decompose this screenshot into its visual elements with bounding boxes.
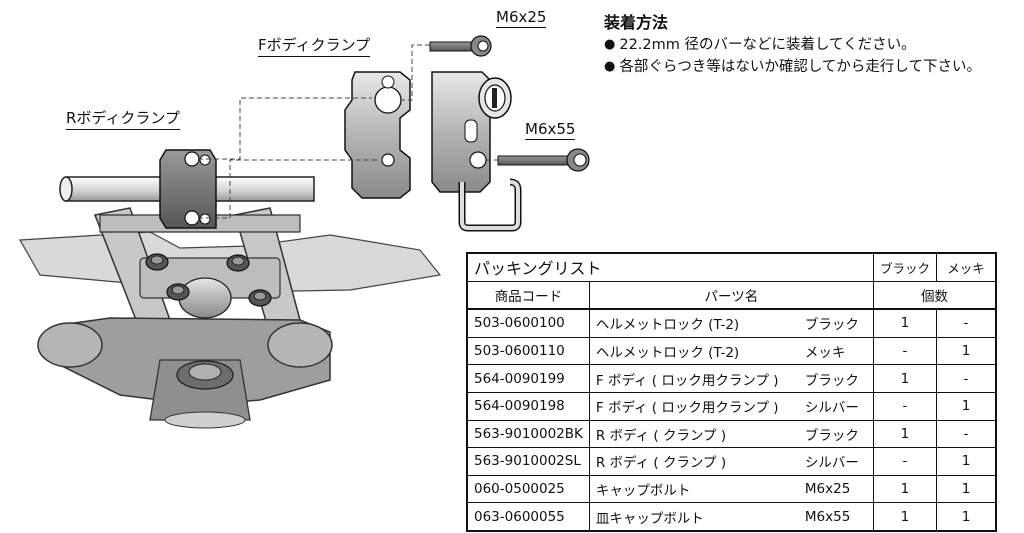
col-code: 商品コード	[466, 280, 590, 311]
bullet-icon: ●	[604, 37, 616, 52]
variant-cell: ブラック	[798, 308, 874, 338]
packing-list-title: パッキングリスト	[466, 252, 874, 282]
f-body-clamp-label: Fボディクランプ	[258, 34, 371, 57]
qty-plated-cell: -	[935, 419, 997, 449]
note-text: 22.2mm 径のバーなどに装着してください。	[619, 37, 916, 53]
qty-plated-cell: -	[935, 364, 997, 393]
note-text: 各部ぐらつき等はないか確認してから走行して下さい。	[619, 59, 981, 75]
variant-cell: シルバー	[798, 391, 874, 421]
product-code-cell: 063-0600055	[466, 502, 590, 532]
note-item: ● 各部ぐらつき等はないか確認してから走行して下さい。	[604, 56, 981, 78]
installation-title: 装着方法	[604, 13, 669, 32]
variant-cell: メッキ	[798, 336, 874, 366]
qty-black-cell: 1	[872, 502, 937, 532]
product-code-cell: 564-0090199	[466, 364, 590, 393]
packing-list-table: パッキングリスト ブラック メッキ 商品コード パーツ名 個数 503-0600…	[466, 252, 997, 532]
qty-black-cell: -	[872, 447, 937, 476]
part-name-cell: ヘルメットロック (T-2)	[588, 308, 799, 338]
qty-black-cell: 1	[872, 419, 937, 449]
installation-notes: 装着方法 ● 22.2mm 径のバーなどに装着してください。 ● 各部ぐらつき等…	[604, 12, 981, 78]
r-body-clamp-label: Rボディクランプ	[66, 107, 180, 130]
exploded-view-illustration	[19, 35, 590, 429]
col-part-name: パーツ名	[588, 280, 874, 311]
part-name-cell: ヘルメットロック (T-2)	[588, 336, 799, 366]
qty-black-cell: 1	[872, 364, 937, 393]
part-name-cell: 皿キャップボルト	[588, 502, 799, 532]
note-item: ● 22.2mm 径のバーなどに装着してください。	[604, 34, 981, 56]
col-qty: 個数	[872, 280, 997, 311]
product-code-cell: 563-9010002SL	[466, 447, 590, 476]
assembly-diagram: Fボディクランプ Rボディクランプ M6x25 M6x55	[19, 8, 590, 429]
qty-plated-cell: 1	[935, 336, 997, 366]
part-name-cell: F ボディ ( ロック用クランプ )	[588, 391, 799, 421]
qty-black-cell: -	[872, 336, 937, 366]
bullet-icon: ●	[604, 59, 616, 74]
bolt-m6x55-label: M6x55	[525, 120, 576, 140]
col-plated: メッキ	[935, 252, 997, 282]
qty-plated-cell: 1	[935, 502, 997, 532]
qty-plated-cell: 1	[935, 391, 997, 421]
product-code-cell: 563-9010002BK	[466, 419, 590, 449]
variant-cell: ブラック	[798, 364, 874, 393]
part-name-cell: F ボディ ( ロック用クランプ )	[588, 364, 799, 393]
variant-cell: M6x25	[798, 474, 874, 504]
qty-plated-cell: 1	[935, 447, 997, 476]
variant-cell: M6x55	[798, 502, 874, 532]
variant-cell: ブラック	[798, 419, 874, 449]
product-code-cell: 503-0600100	[466, 308, 590, 338]
part-name-cell: R ボディ ( クランプ )	[588, 447, 799, 476]
qty-plated-cell: 1	[935, 474, 997, 504]
qty-black-cell: 1	[872, 474, 937, 504]
qty-black-cell: 1	[872, 308, 937, 338]
qty-plated-cell: -	[935, 308, 997, 338]
col-black: ブラック	[872, 252, 937, 282]
product-code-cell: 503-0600110	[466, 336, 590, 366]
part-name-cell: R ボディ ( クランプ )	[588, 419, 799, 449]
variant-cell: シルバー	[798, 447, 874, 476]
qty-black-cell: -	[872, 391, 937, 421]
part-name-cell: キャップボルト	[588, 474, 799, 504]
product-code-cell: 060-0500025	[466, 474, 590, 504]
bolt-m6x25-label: M6x25	[496, 8, 547, 28]
product-code-cell: 564-0090198	[466, 391, 590, 421]
